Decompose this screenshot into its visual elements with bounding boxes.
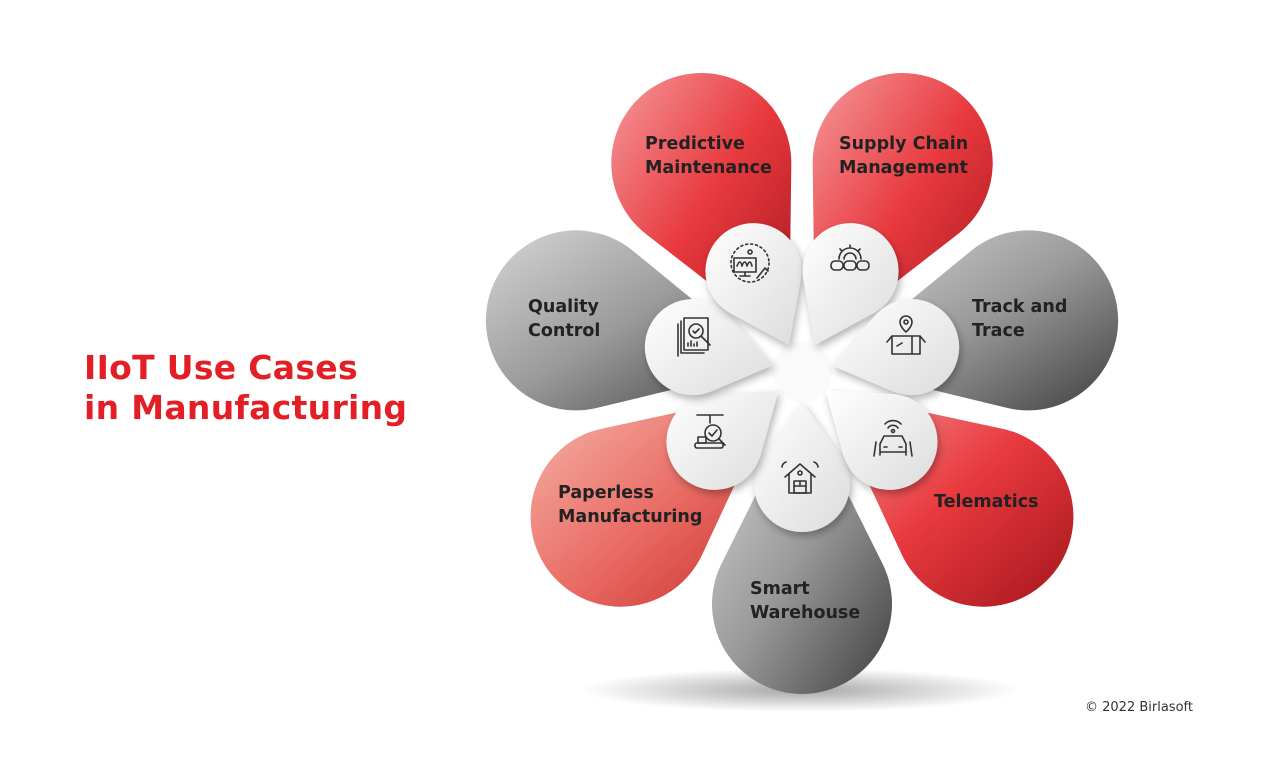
petal-label-telematics: Telematics <box>934 492 1039 512</box>
inner-petal-predictive-maintenance <box>705 223 802 345</box>
inner-petal-supply-chain-management <box>802 223 899 345</box>
flower-hub <box>772 342 832 402</box>
title-line-1: IIoT Use Cases <box>84 348 358 387</box>
package-location-icon <box>883 312 929 358</box>
inner-petal-track-and-trace <box>831 299 960 396</box>
conveyor-inspection-icon <box>689 409 735 455</box>
connected-car-icon <box>870 414 916 460</box>
copyright-notice: © 2022 Birlasoft <box>1085 700 1193 715</box>
inner-petal-smart-warehouse <box>754 402 851 533</box>
petal-smart-warehouse <box>712 402 892 694</box>
document-magnifier-icon <box>672 312 718 358</box>
inner-petal-quality-control <box>644 299 773 396</box>
title-line-2: in Manufacturing <box>84 388 408 427</box>
gear-chain-icon <box>827 237 873 283</box>
inner-petal-paperless-manufacturing <box>666 390 779 490</box>
smart-warehouse-icon <box>777 455 823 501</box>
page-title: IIoT Use Cases in Manufacturing <box>84 348 407 428</box>
monitor-wrench-icon <box>727 240 773 286</box>
